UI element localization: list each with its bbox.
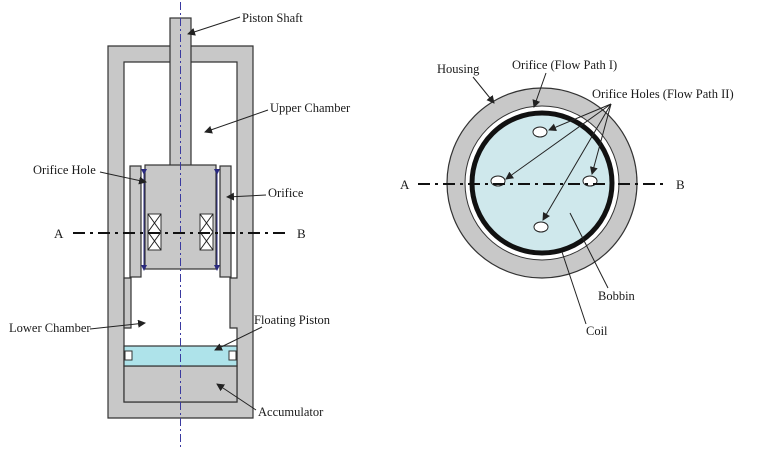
label-orifice-flow-path-1: Orifice (Flow Path I) — [512, 58, 617, 72]
seal-left — [124, 350, 133, 361]
right-section-label-a: A — [400, 177, 410, 192]
lower-chamber-step — [123, 277, 132, 329]
label-lower-chamber: Lower Chamber — [9, 321, 91, 335]
orifice-hole-top — [532, 126, 548, 138]
label-bobbin: Bobbin — [598, 289, 636, 303]
section-view-ab: A B Housing Orifice (Flow Path I) Orific… — [400, 58, 734, 338]
section-label-a: A — [54, 226, 64, 241]
label-orifice-hole: Orifice Hole — [33, 163, 96, 177]
label-piston-shaft: Piston Shaft — [242, 11, 303, 25]
label-upper-chamber: Upper Chamber — [270, 101, 351, 115]
damper-cross-section: A B Piston Shaft Upper Chamber Orifice H… — [9, 2, 351, 448]
label-accumulator: Accumulator — [258, 405, 324, 419]
orifice-plate-right — [219, 165, 232, 278]
section-label-b: B — [297, 226, 306, 241]
seal-right — [228, 350, 237, 361]
label-orifice-holes-flow-path-2: Orifice Holes (Flow Path II) — [592, 87, 734, 101]
label-housing: Housing — [437, 62, 480, 76]
label-floating-piston: Floating Piston — [254, 313, 331, 327]
right-section-label-b: B — [676, 177, 685, 192]
label-orifice: Orifice — [268, 186, 304, 200]
orifice-plate-left — [129, 165, 142, 278]
label-coil: Coil — [586, 324, 608, 338]
orifice-hole-bottom — [533, 221, 549, 233]
